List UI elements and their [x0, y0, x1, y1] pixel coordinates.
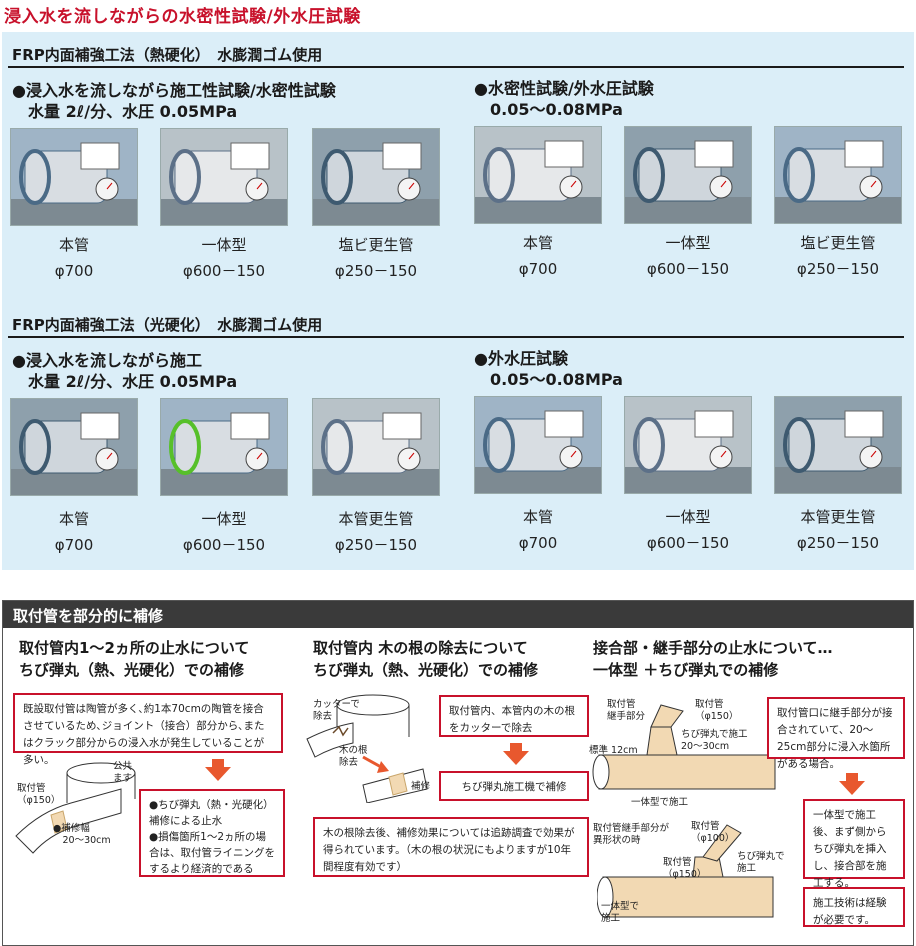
section-2-right-title-2: 0.05～0.08MPa [474, 370, 623, 389]
col3-note-box: 施工技術は経験が必要です。 [803, 887, 905, 927]
col3-condition-box: 取付管口に継手部分が接合されていて、20～25cm部分に浸入水箇所がある場合。 [767, 697, 905, 770]
col2-label-root: 木の根 除去 [339, 745, 368, 768]
photo-caption-name: 一体型 [201, 236, 247, 254]
col1-label-pipe: 取付管 （φ150） [17, 783, 61, 806]
test-photo [10, 398, 138, 496]
test-photo [774, 126, 902, 224]
section-1-right-title-1: ●水密性試験/外水圧試験 [474, 79, 654, 98]
col1-info-box: 既設取付管は陶管が多く､約1本70cmの陶管を接合させているため､ジョイント（接… [13, 693, 283, 766]
test-photo [312, 398, 440, 496]
section-2-left-title-2: 水量 2ℓ/分、水圧 0.05MPa [12, 372, 238, 391]
test-photo [10, 128, 138, 226]
col1-label-main: 公共 ます [113, 761, 133, 784]
photo-caption-size: φ600－150 [182, 536, 266, 554]
col3-label-ittai: 一体型で施工 [631, 797, 689, 808]
section-1-left-title-1: ●浸入水を流しながら施工性試験/水密性試験 [12, 81, 336, 100]
col1-title: 取付管内1～2ヵ所の止水について ちび弾丸（熱、光硬化）での補修 [19, 639, 250, 679]
test-photo [474, 396, 602, 494]
test-photo [312, 128, 440, 226]
col3-label-std: 標準 12cm [589, 745, 638, 756]
photo-caption-size: φ700 [54, 536, 94, 554]
col2-cut-box: 取付管内、本管内の木の根をカッターで除去 [439, 695, 589, 737]
photo-caption-name: 一体型 [665, 234, 711, 252]
photo-caption-size: φ250－150 [796, 260, 880, 278]
photo-caption-name: 塩ビ更生管 [338, 236, 414, 254]
col1-result-line-2: ●損傷箇所1～2ヵ所の場合は、取付管ライニングをするより経済的である [149, 831, 275, 875]
col1-result-box: ●ちび弾丸（熱・光硬化）補修による止水 ●損傷箇所1～2ヵ所の場合は、取付管ライ… [139, 789, 285, 877]
test-photo [474, 126, 602, 224]
section-1-left-title-2: 水量 2ℓ/分、水圧 0.05MPa [12, 102, 238, 121]
test-photo [624, 396, 752, 494]
page-title: 浸入水を流しながらの水密性試験/外水圧試験 [4, 7, 361, 27]
section-2-rule [8, 336, 904, 338]
partial-repair-header: 取付管を部分的に補修 [3, 601, 913, 628]
col3-procedure-box: 一体型で施工後、まず側からちび弾丸を挿入し、接合部を施工する。 [803, 799, 905, 889]
section-2-header: FRP内面補強工法（光硬化） 水膨潤ゴム使用 [12, 316, 323, 334]
photo-caption-name: 本管 [58, 510, 89, 528]
col3-label-chibi2: ちび弾丸で 施工 [737, 851, 785, 874]
col3-irregular-illustration [597, 824, 774, 918]
col3-label-pipe150b: 取付管 （φ150） [663, 857, 707, 880]
photo-caption-size: φ250－150 [334, 536, 418, 554]
photo-caption-name: 本管 [522, 508, 553, 526]
down-arrow-icon [205, 759, 231, 781]
photo-caption-name: 一体型 [201, 510, 247, 528]
col3-label-irregular: 取付管継手部分が 異形状の時 [593, 823, 670, 846]
section-1-right-title-2: 0.05～0.08MPa [474, 100, 623, 119]
photo-caption-size: φ700 [518, 534, 558, 552]
col3-label-pipe150: 取付管 （φ150） [695, 699, 739, 722]
col2-pipe-illustration [306, 694, 428, 803]
photo-caption-name: 本管 [58, 236, 89, 254]
test-results-panel [2, 32, 914, 570]
photo-caption-size: φ250－150 [334, 262, 418, 280]
test-photo [160, 128, 288, 226]
section-1-rule [8, 66, 904, 68]
col3-joint-illustration [592, 704, 776, 790]
photo-caption-name: 本管更生管 [800, 508, 876, 526]
col2-repair-box: ちび弾丸施工機で補修 [439, 771, 589, 801]
photo-caption-size: φ700 [54, 262, 94, 280]
col3-label-ittai2: 一体型で 施工 [601, 901, 640, 924]
photo-caption-size: φ600－150 [646, 260, 730, 278]
down-arrow-icon [839, 773, 865, 795]
test-photo [624, 126, 752, 224]
photo-caption-name: 本管 [522, 234, 553, 252]
col1-pipe-illustration [15, 762, 136, 854]
col1-label-repair: ●補修幅 20～30cm [53, 823, 111, 846]
col3-title: 接合部・継手部分の止水について… 一体型 ＋ちび弾丸での補修 [593, 639, 833, 679]
test-photo [160, 398, 288, 496]
col3-label-pipe100: 取付管 （φ100） [691, 821, 735, 844]
col2-label-cutter: カッターで 除去 [313, 699, 360, 722]
section-1-header: FRP内面補強工法（熱硬化） 水膨潤ゴム使用 [12, 46, 323, 64]
photo-caption-size: φ600－150 [182, 262, 266, 280]
section-2-left-title-1: ●浸入水を流しながら施工 [12, 351, 202, 370]
col2-title: 取付管内 木の根の除去について ちび弾丸（熱、光硬化）での補修 [313, 639, 539, 679]
down-arrow-icon [503, 743, 529, 765]
col1-result-line-1: ●ちび弾丸（熱・光硬化）補修による止水 [149, 799, 274, 827]
col2-followup-box: 木の根除去後、補修効果については追跡調査で効果が得られています。（木の根の状況に… [313, 817, 589, 877]
col3-label-chibi: ちび弾丸で施工 20～30cm [681, 729, 748, 752]
photo-caption-size: φ600－150 [646, 534, 730, 552]
photo-caption-name: 一体型 [665, 508, 711, 526]
col3-label-joint: 取付管 継手部分 [607, 699, 646, 722]
col2-label-repair: 補修 [411, 781, 431, 792]
photo-caption-size: φ700 [518, 260, 558, 278]
photo-caption-name: 本管更生管 [338, 510, 414, 528]
photo-caption-size: φ250－150 [796, 534, 880, 552]
partial-repair-panel: 取付管を部分的に補修 取付管内1～2ヵ所の止水について ちび弾丸（熱、光硬化）で… [2, 600, 914, 946]
section-2-right-title-1: ●外水圧試験 [474, 349, 568, 368]
test-photo [774, 396, 902, 494]
photo-caption-name: 塩ビ更生管 [800, 234, 876, 252]
